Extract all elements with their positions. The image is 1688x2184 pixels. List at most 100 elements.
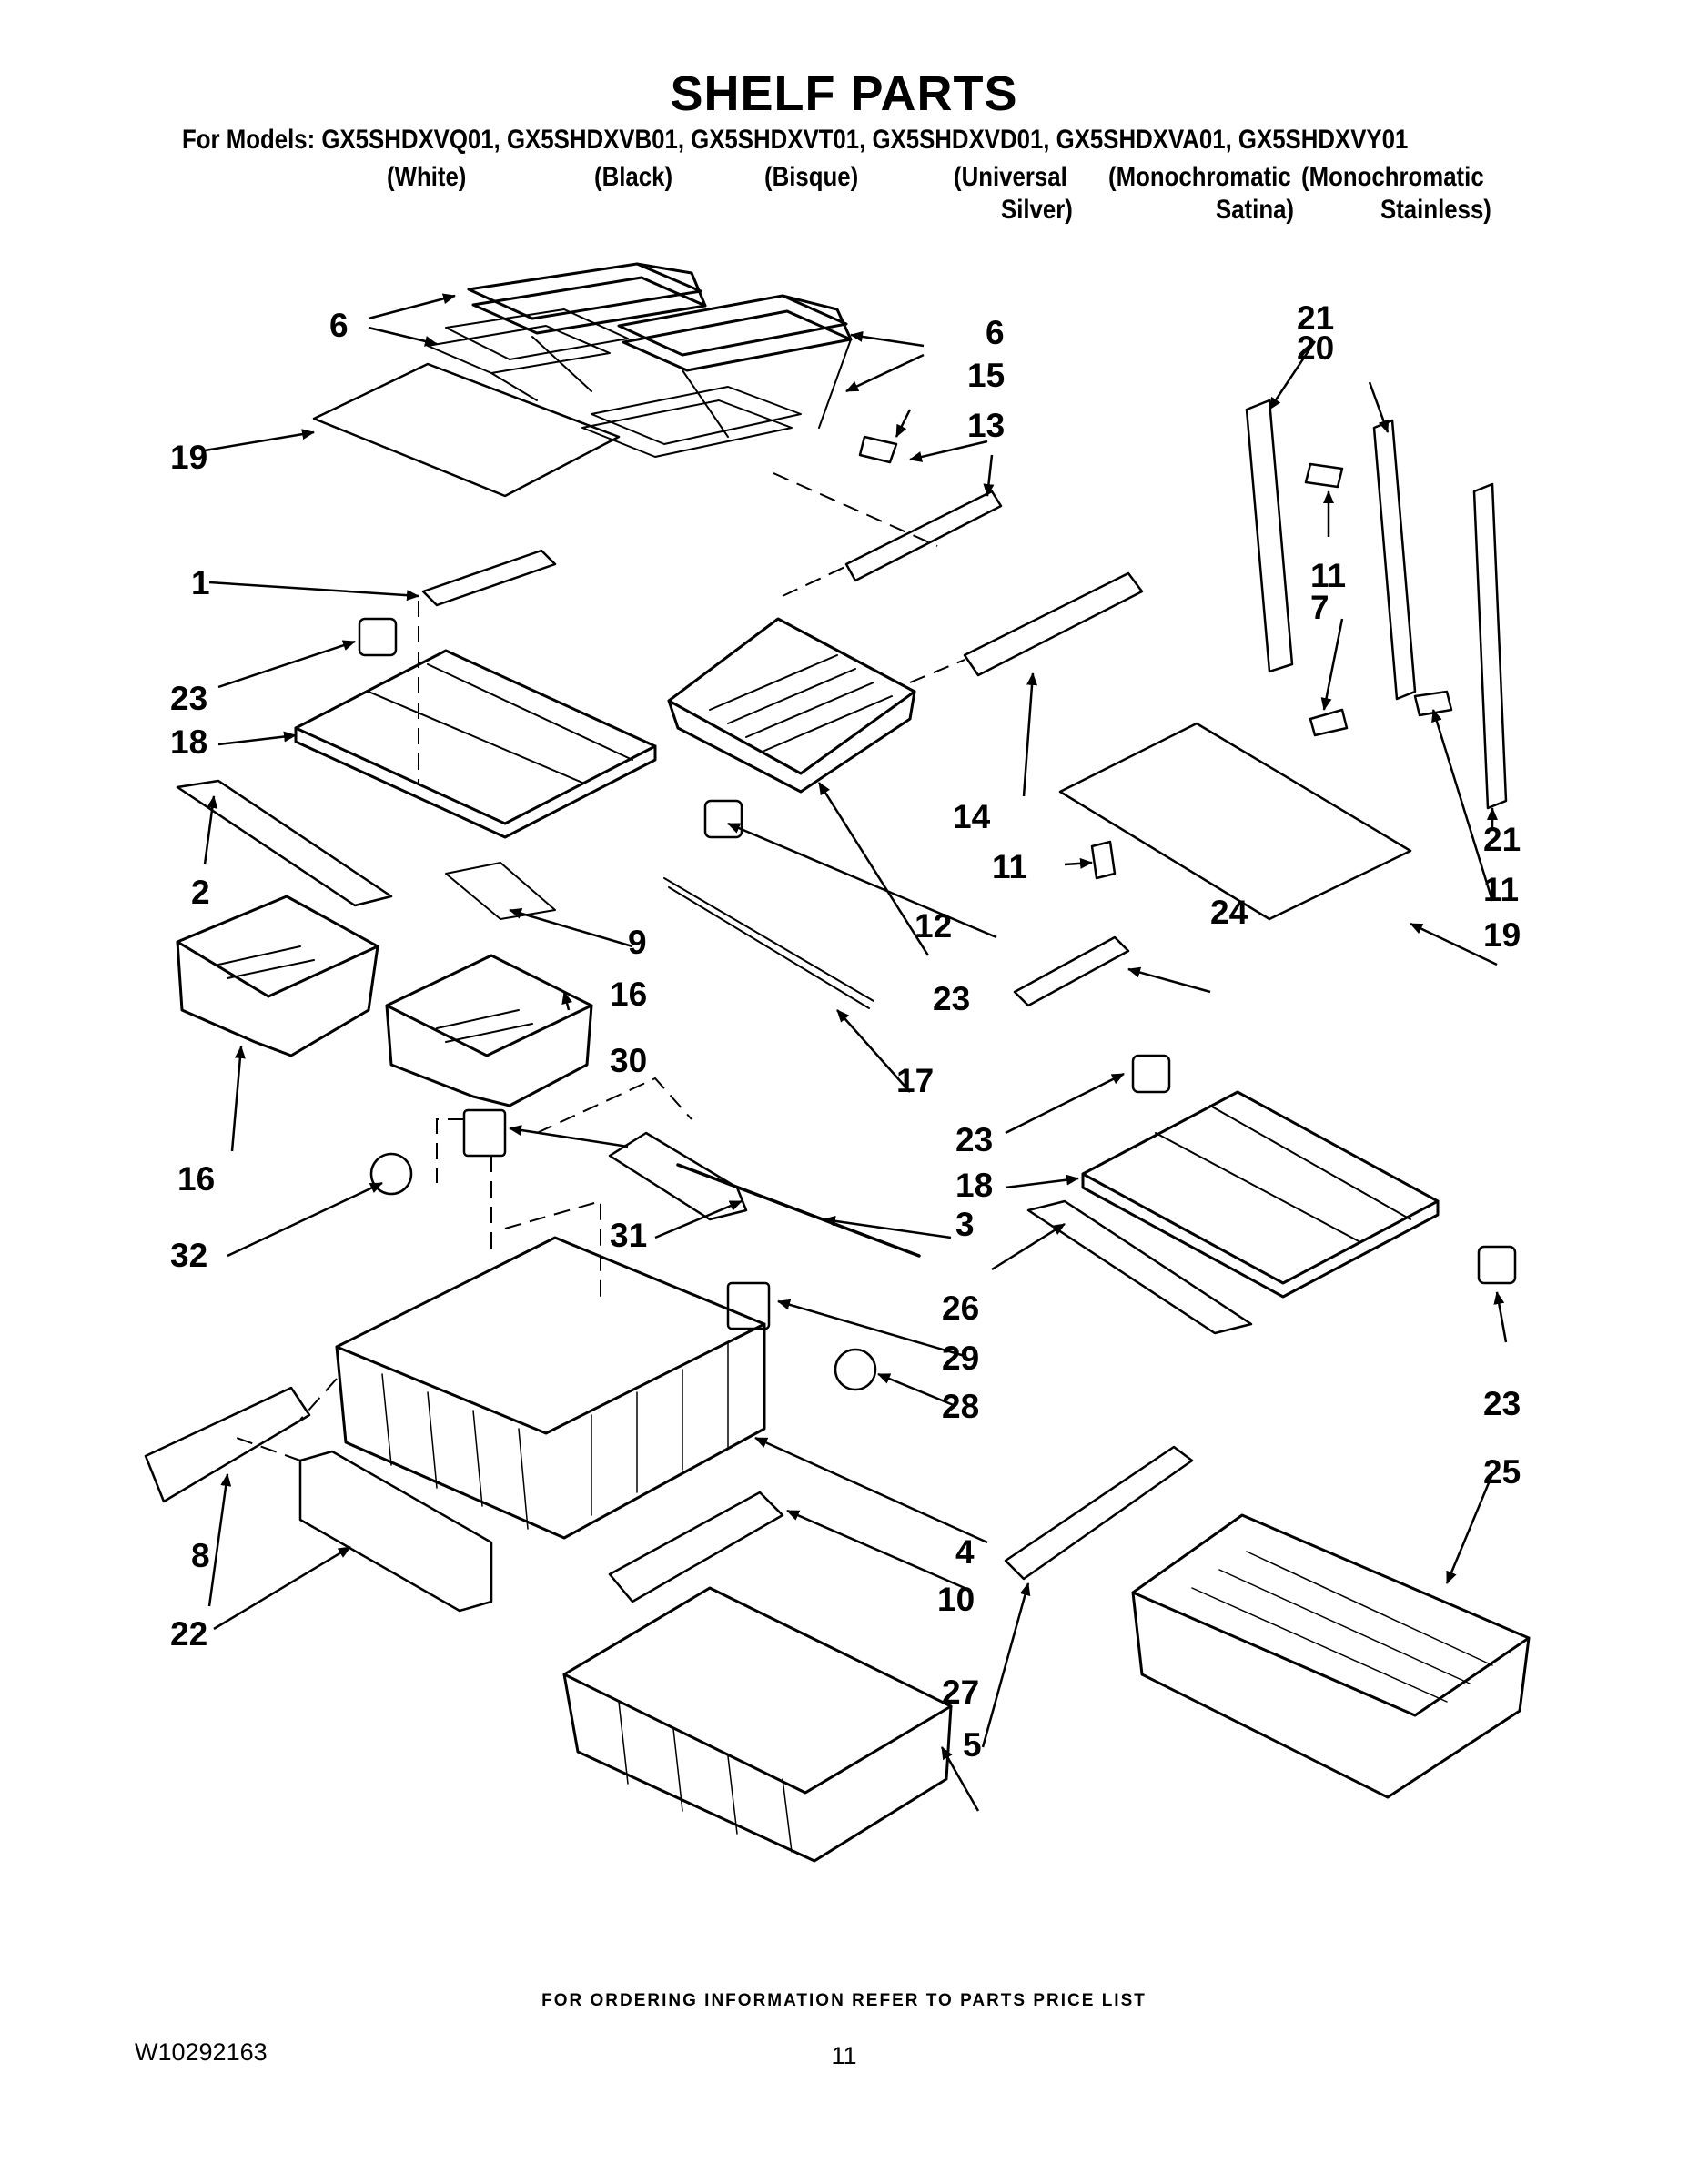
part-13-slide-rail (844, 490, 1003, 582)
callout-17: 17 (896, 1062, 934, 1099)
part-23-end-cap-middle (703, 799, 743, 839)
callout-labels: 6 6 15 13 19 1 23 18 2 9 16 16 17 23 12 … (170, 299, 1521, 1764)
part-1-slide-assembly (421, 549, 557, 607)
part-6-shelf-frame-right (581, 294, 853, 458)
part-5-wire-basket-lower (562, 1586, 953, 1863)
callout-11-right: 11 (1483, 871, 1519, 908)
part-20-rail-center (1372, 419, 1417, 701)
callout-12: 12 (915, 907, 952, 945)
part-14-cover-rail (963, 571, 1144, 677)
dashed-guide-lines (236, 472, 965, 1461)
callout-4: 4 (955, 1533, 975, 1571)
color-monochromatic-satina-line2: Satina) (1216, 195, 1295, 225)
color-universal-silver-line1: (Universal (954, 162, 1067, 192)
part-12-deli-pan (667, 617, 916, 794)
color-universal-silver-line2: Silver) (1001, 195, 1073, 225)
part-23-end-cap-right-lower (1477, 1245, 1517, 1285)
part-26-cover-trim (1026, 1199, 1253, 1335)
callout-29: 29 (942, 1340, 979, 1377)
callout-24: 24 (1210, 894, 1248, 931)
callout-23-middle: 23 (933, 980, 970, 1017)
callout-26: 26 (942, 1289, 979, 1327)
part-4-wire-basket-upper (335, 1236, 766, 1540)
part-15-screw (858, 435, 898, 464)
part-11-screw-right (1413, 690, 1453, 717)
part-32-gear (369, 1152, 413, 1196)
part-28-gear (834, 1348, 877, 1391)
part-19-glass-shelf-right (1058, 722, 1412, 921)
callout-16-left: 16 (177, 1160, 215, 1198)
part-17-rod (663, 877, 874, 1009)
callout-22: 22 (170, 1615, 207, 1653)
ordering-note: FOR ORDERING INFORMATION REFER TO PARTS … (541, 1991, 1147, 2010)
callout-23-upper-left: 23 (170, 680, 207, 717)
callout-21-left: 21 (1297, 299, 1334, 337)
color-monochromatic-stainless-line2: Stainless) (1380, 195, 1491, 225)
callout-7: 7 (1310, 589, 1329, 626)
part-29-bracket (726, 1281, 771, 1330)
page-number: 11 (831, 2042, 857, 2069)
part-16-crisper-drawer-left (176, 895, 379, 1057)
callout-14: 14 (953, 798, 991, 835)
callout-27: 27 (942, 1673, 979, 1711)
part-7-screw (1309, 708, 1349, 737)
callout-18-right: 18 (955, 1167, 993, 1204)
callout-25: 25 (1483, 1453, 1521, 1491)
callout-11-lower: 11 (992, 848, 1027, 885)
callout-6-left: 6 (329, 307, 349, 344)
callout-8: 9 (628, 924, 647, 961)
part-6-shelf-frame-left (427, 262, 707, 401)
callout-21-right: 21 (1483, 821, 1521, 858)
leader-lines (203, 293, 1508, 1812)
part-3-rod (676, 1163, 921, 1258)
part-21-rail-right (1472, 482, 1508, 810)
callout-20: 20 (1297, 329, 1334, 367)
callout-23-right-lower: 23 (1483, 1385, 1521, 1422)
callout-32: 32 (170, 1237, 207, 1274)
callout-1: 1 (191, 564, 210, 602)
part-21-rail-left (1245, 399, 1294, 673)
part-27-drawer-handle (1004, 1445, 1194, 1581)
part-8-divider (445, 862, 556, 920)
callout-11-upper: 11 (1310, 557, 1346, 594)
part-18-crisper-cover-right (1081, 1090, 1440, 1299)
callout-13: 13 (967, 407, 1005, 444)
color-white: (White) (387, 162, 467, 192)
callout-5: 5 (963, 1726, 982, 1764)
callout-30: 30 (610, 1042, 647, 1079)
callout-6-right: 6 (986, 314, 1005, 351)
models-line: For Models: GX5SHDXVQ01, GX5SHDXVB01, GX… (182, 125, 1409, 155)
callout-31: 31 (610, 1217, 647, 1254)
part-16-crisper-drawer-right (385, 954, 593, 1107)
color-monochromatic-stainless-line1: (Monochromatic (1301, 162, 1484, 192)
part-18-crisper-cover-left (294, 649, 657, 839)
part-23-end-cap-right-upper (1131, 1054, 1171, 1094)
callout-23-right-upper: 23 (955, 1121, 993, 1158)
color-bisque: (Bisque) (764, 162, 859, 192)
document-number: W10292163 (135, 2038, 268, 2066)
part-2-cover-trim (176, 779, 393, 907)
color-monochromatic-satina-line1: (Monochromatic (1108, 162, 1291, 192)
callout-19-right: 19 (1483, 916, 1521, 954)
part-30-bracket (462, 1108, 507, 1158)
part-11-screw-lower (1090, 840, 1117, 880)
callout-15: 15 (967, 357, 1005, 394)
color-black: (Black) (594, 162, 673, 192)
callout-19-left: 19 (170, 439, 207, 476)
callout-9: 8 (191, 1537, 210, 1574)
callout-28: 28 (942, 1388, 979, 1425)
callout-18-left: 18 (170, 723, 207, 761)
page-title: SHELF PARTS (670, 66, 1018, 121)
part-25-meat-pan (1131, 1513, 1531, 1799)
callout-2: 2 (191, 874, 210, 911)
part-24-bracket (1013, 935, 1130, 1007)
callout-3: 3 (955, 1206, 975, 1243)
callout-16-right: 16 (610, 976, 647, 1013)
callout-10: 10 (937, 1581, 975, 1618)
part-11-screw-upper (1304, 462, 1344, 489)
part-23-end-cap-upper-left (358, 617, 398, 657)
part-31-slide-arm (608, 1131, 748, 1221)
part-9-basket-end (144, 1386, 311, 1503)
part-19-glass-shelf-left (312, 362, 621, 498)
